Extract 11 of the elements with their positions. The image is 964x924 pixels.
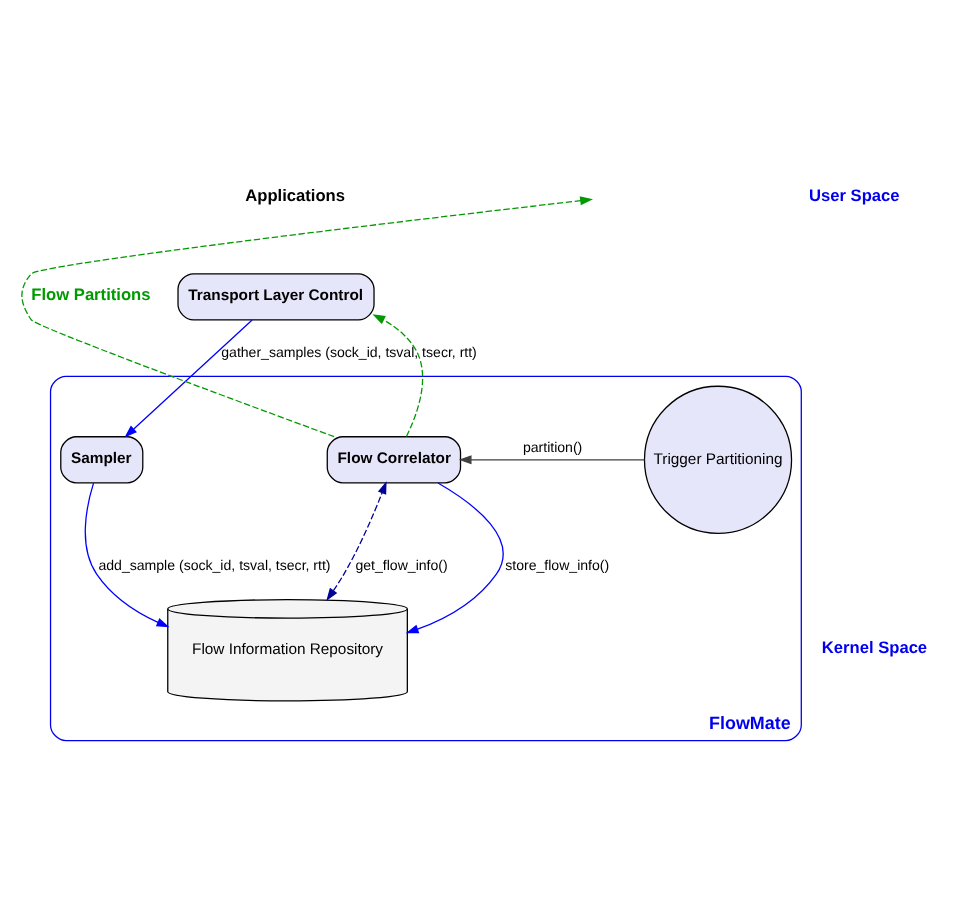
arrow bbox=[84, 481, 170, 627]
arrow bbox=[21, 195, 593, 437]
label: User Space bbox=[808, 184, 900, 205]
arrow bbox=[405, 481, 504, 633]
arrow bbox=[124, 318, 253, 437]
label: Kernel Space bbox=[821, 636, 928, 657]
arrow bbox=[372, 313, 424, 437]
edge-label: Flow Partitions bbox=[31, 282, 151, 303]
arrow bbox=[458, 454, 646, 464]
arrow bbox=[326, 480, 387, 600]
label: Applications bbox=[245, 184, 346, 205]
